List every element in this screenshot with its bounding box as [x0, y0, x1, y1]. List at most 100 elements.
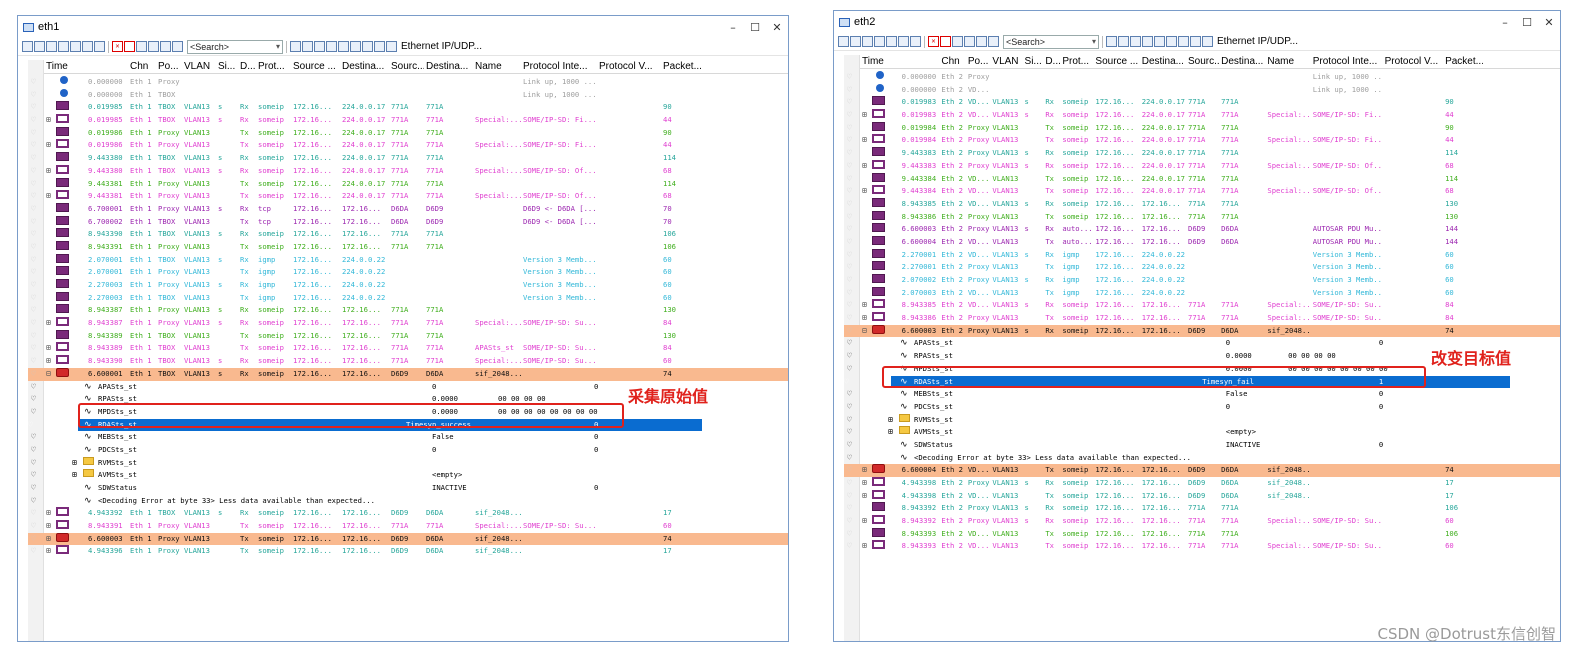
bookmark-icon[interactable]: ♡ — [31, 229, 36, 239]
bookmark-icon[interactable]: ♡ — [847, 249, 852, 259]
bookmark-gutter[interactable] — [844, 55, 860, 641]
bookmark-icon[interactable]: ♡ — [847, 541, 852, 551]
bookmark-icon[interactable]: ♡ — [847, 439, 852, 449]
column-header-0[interactable]: Time — [46, 61, 68, 72]
bookmark-icon[interactable]: ♡ — [847, 516, 852, 526]
bookmark-icon[interactable]: ♡ — [847, 528, 852, 538]
view-icon[interactable] — [160, 41, 171, 52]
bookmark-icon[interactable]: ♡ — [31, 444, 36, 454]
bookmark-icon[interactable]: ♡ — [847, 110, 852, 120]
bookmark-icon[interactable]: ♡ — [847, 275, 852, 284]
column-header-2[interactable]: Po... — [158, 61, 179, 72]
bookmark-icon[interactable]: ♡ — [31, 470, 36, 480]
expand-toggle-icon[interactable]: ⊞ — [46, 546, 51, 556]
bookmark-icon[interactable]: ♡ — [847, 84, 852, 94]
bookmark-icon[interactable]: ♡ — [31, 483, 36, 492]
protocol-filter-dropdown[interactable]: Ethernet IP/UDP... — [1217, 36, 1298, 47]
bookmark-icon[interactable]: ♡ — [31, 495, 36, 505]
color-icon[interactable] — [1202, 36, 1213, 47]
bookmark-icon[interactable]: ♡ — [31, 165, 36, 175]
bookmark-icon[interactable]: ♡ — [847, 186, 852, 196]
expand-toggle-icon[interactable]: ⊞ — [888, 414, 893, 424]
maximize-button[interactable]: ☐ — [1522, 15, 1532, 29]
bookmark-icon[interactable]: ♡ — [847, 211, 852, 221]
column-header-0[interactable]: Time — [862, 56, 884, 67]
binoculars-icon[interactable] — [302, 41, 313, 52]
search-input[interactable]: <Search> — [187, 39, 283, 54]
bookmark-icon[interactable]: ♡ — [847, 427, 852, 437]
signal-row[interactable]: ♡⊞AVMSts_st<empty> — [844, 426, 1560, 439]
bookmark-icon[interactable]: ♡ — [847, 338, 852, 348]
delete-icon[interactable]: ✕ — [928, 36, 939, 47]
column-header-7[interactable]: Source ... — [1095, 56, 1139, 67]
column-header-14[interactable]: Packet... — [1445, 56, 1483, 67]
signal-row[interactable]: ♡⊞RVMSts_st — [844, 413, 1560, 427]
expand-toggle-icon[interactable]: ⊞ — [46, 165, 51, 175]
bookmark-icon[interactable]: ♡ — [847, 478, 852, 487]
bookmark-icon[interactable]: ♡ — [31, 305, 36, 315]
bookmark-icon[interactable]: ♡ — [31, 115, 36, 125]
close-button[interactable]: ✕ — [1544, 15, 1554, 29]
expand-toggle-icon[interactable]: ⊞ — [46, 191, 51, 201]
bookmark-icon[interactable]: ♡ — [31, 191, 36, 201]
bookmark-icon[interactable]: ♡ — [847, 414, 852, 424]
text-size-icon[interactable] — [374, 41, 385, 52]
bookmark-icon[interactable]: ♡ — [31, 406, 36, 416]
go-icon[interactable] — [338, 41, 349, 52]
column-header-8[interactable]: Destina... — [342, 61, 385, 72]
close-button[interactable]: ✕ — [772, 20, 782, 34]
bookmark-icon[interactable]: ♡ — [31, 356, 36, 366]
format-icon[interactable] — [1178, 36, 1189, 47]
bookmark-icon[interactable]: ♡ — [847, 313, 852, 323]
bookmark-icon[interactable]: ♡ — [847, 224, 852, 234]
signal-row[interactable]: ♡⊞AVMSts_st<empty> — [28, 469, 788, 482]
binoculars-icon[interactable] — [94, 41, 105, 52]
expand-toggle-icon[interactable]: ⊞ — [862, 516, 867, 526]
expand-toggle-icon[interactable]: ⊞ — [862, 110, 867, 120]
bookmark-icon[interactable]: ♡ — [31, 127, 36, 137]
bookmark-icon[interactable]: ♡ — [847, 490, 852, 500]
bookmark-icon[interactable]: ♡ — [847, 148, 852, 158]
title-bar[interactable]: eth2 – ☐ ✕ — [834, 11, 1560, 33]
delta-time-icon[interactable] — [148, 41, 159, 52]
bookmark-icon[interactable]: ♡ — [31, 216, 36, 226]
view-icon[interactable] — [976, 36, 987, 47]
expand-toggle-icon[interactable]: ⊞ — [862, 135, 867, 145]
expand-toggle-icon[interactable]: ⊞ — [46, 343, 51, 353]
bookmark-icon[interactable]: ♡ — [847, 503, 852, 513]
expand-toggle-icon[interactable]: ⊞ — [46, 533, 51, 543]
column-header-11[interactable]: Name — [475, 61, 502, 72]
delete-icon[interactable]: ✕ — [112, 41, 123, 52]
expand-toggle-icon[interactable]: ⊞ — [888, 427, 893, 437]
minimize-button[interactable]: – — [730, 20, 736, 34]
filter-icon[interactable] — [886, 36, 897, 47]
